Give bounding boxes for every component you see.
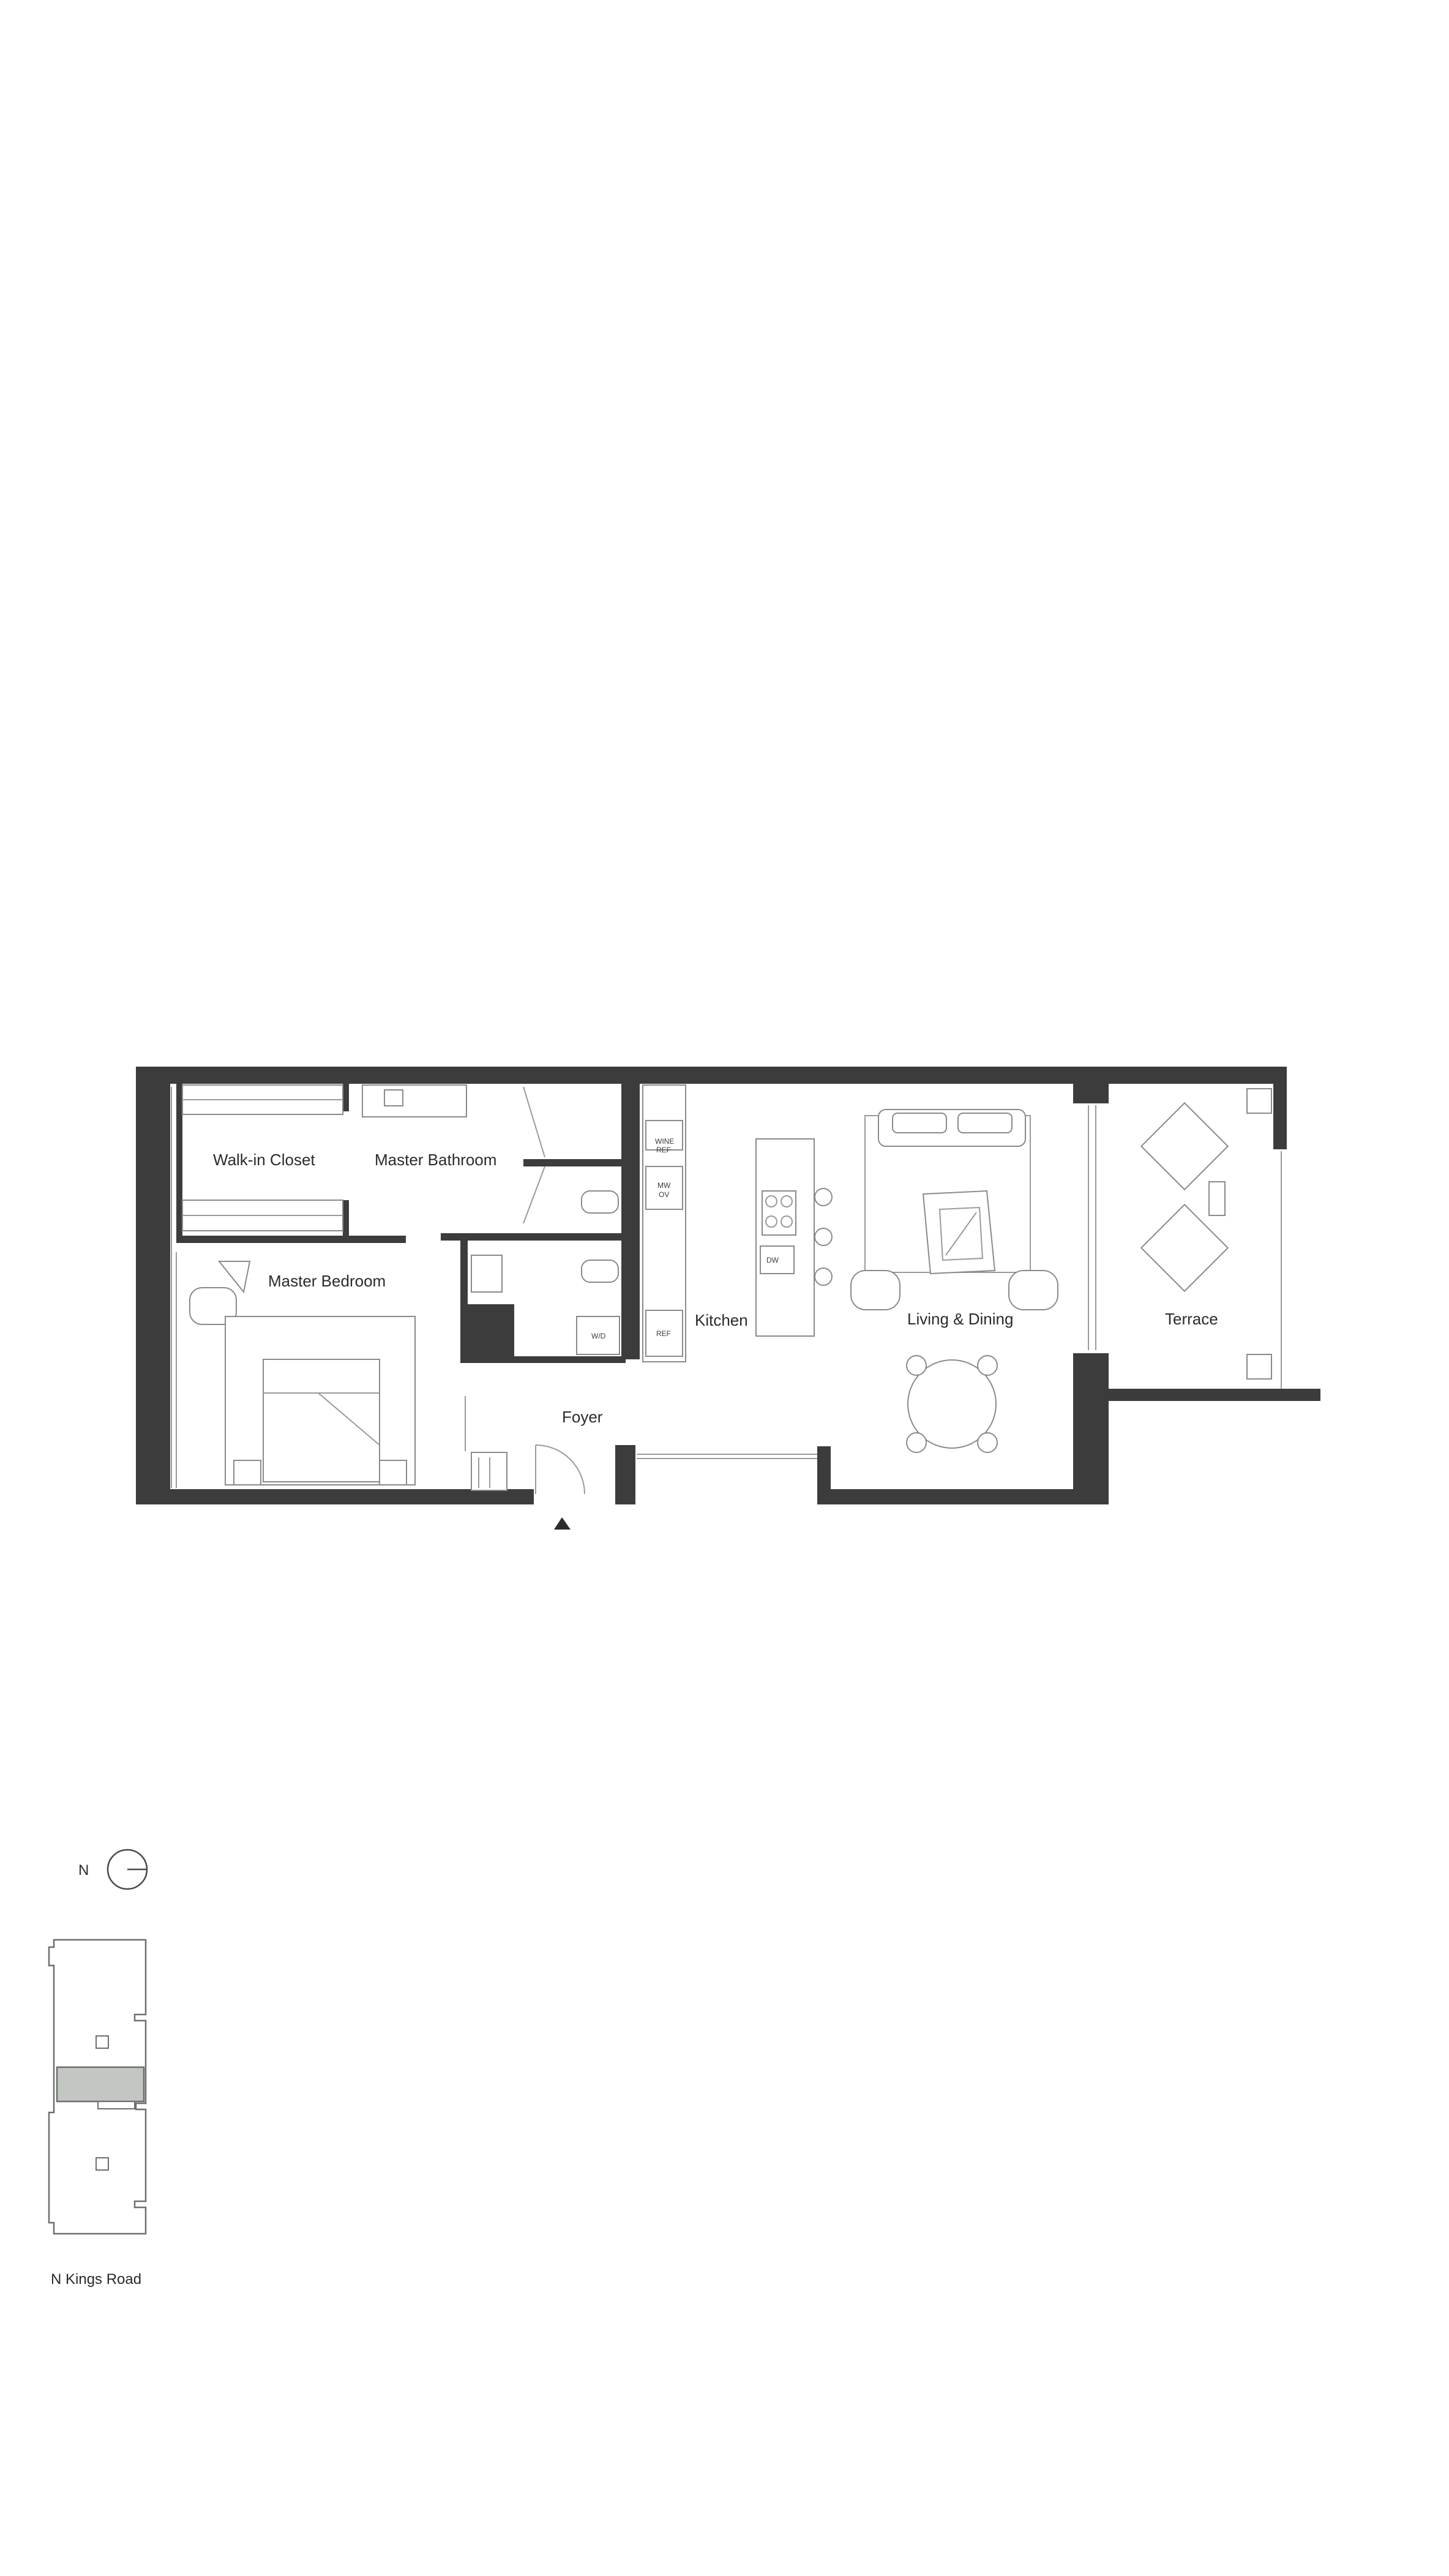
appliance-label-mw: MW (657, 1181, 671, 1190)
planter-icon (1246, 1088, 1272, 1114)
kitchen: WINE REF MW OV REF DW Kitchen (642, 1084, 833, 1362)
room-label-master-bathroom: Master Bathroom (375, 1151, 496, 1169)
foyer: Foyer (465, 1396, 817, 1530)
floor-plan: Walk-in Closet Master Bathroom Master Be… (136, 1067, 1320, 1530)
entry-arrow-icon (554, 1517, 571, 1530)
exterior-walls (136, 1067, 1320, 1504)
lounge-chair-icon (217, 1261, 251, 1294)
street-label: N Kings Road (51, 2271, 141, 2288)
room-label-foyer: Foyer (562, 1408, 603, 1426)
room-label-master-bedroom: Master Bedroom (268, 1272, 386, 1290)
compass-label: N (78, 1862, 89, 1879)
master-bedroom: Master Bedroom (189, 1261, 416, 1485)
walk-in-closet: Walk-in Closet (176, 1084, 406, 1243)
north-compass: N (78, 1849, 148, 1890)
laundry-area: W/D (460, 1241, 626, 1363)
bar-stool-icon (814, 1188, 833, 1206)
room-label-kitchen: Kitchen (695, 1311, 748, 1329)
key-plan: N Kings Road (48, 1939, 147, 2288)
dining-table-icon (907, 1359, 997, 1449)
appliance-label-dw: DW (766, 1256, 779, 1264)
appliance-label-mw-2: OV (659, 1190, 669, 1199)
appliance-label-ref: REF (656, 1329, 671, 1338)
cooktop-icon (762, 1190, 796, 1236)
left-windows (171, 1087, 177, 1488)
room-label-walk-in-closet: Walk-in Closet (213, 1151, 315, 1169)
terrace: Terrace (1140, 1088, 1282, 1389)
key-plan-highlight (56, 2066, 145, 2103)
living-dining: Living & Dining (850, 1105, 1096, 1453)
armchair-icon (189, 1287, 237, 1325)
appliance-label-wd: W/D (591, 1332, 606, 1340)
appliance-label-wine-ref: WINE (655, 1137, 674, 1146)
lounge-chair-icon (1140, 1102, 1229, 1191)
armchair-icon (850, 1270, 900, 1310)
bed-icon (263, 1359, 380, 1482)
room-label-living-dining: Living & Dining (907, 1310, 1013, 1328)
appliance-label-wine-ref-2: REF (656, 1146, 671, 1154)
master-bathroom: Master Bathroom (362, 1084, 640, 1359)
room-label-terrace: Terrace (1165, 1310, 1218, 1328)
coffee-table-icon (922, 1190, 996, 1275)
kitchen-island (755, 1138, 815, 1337)
